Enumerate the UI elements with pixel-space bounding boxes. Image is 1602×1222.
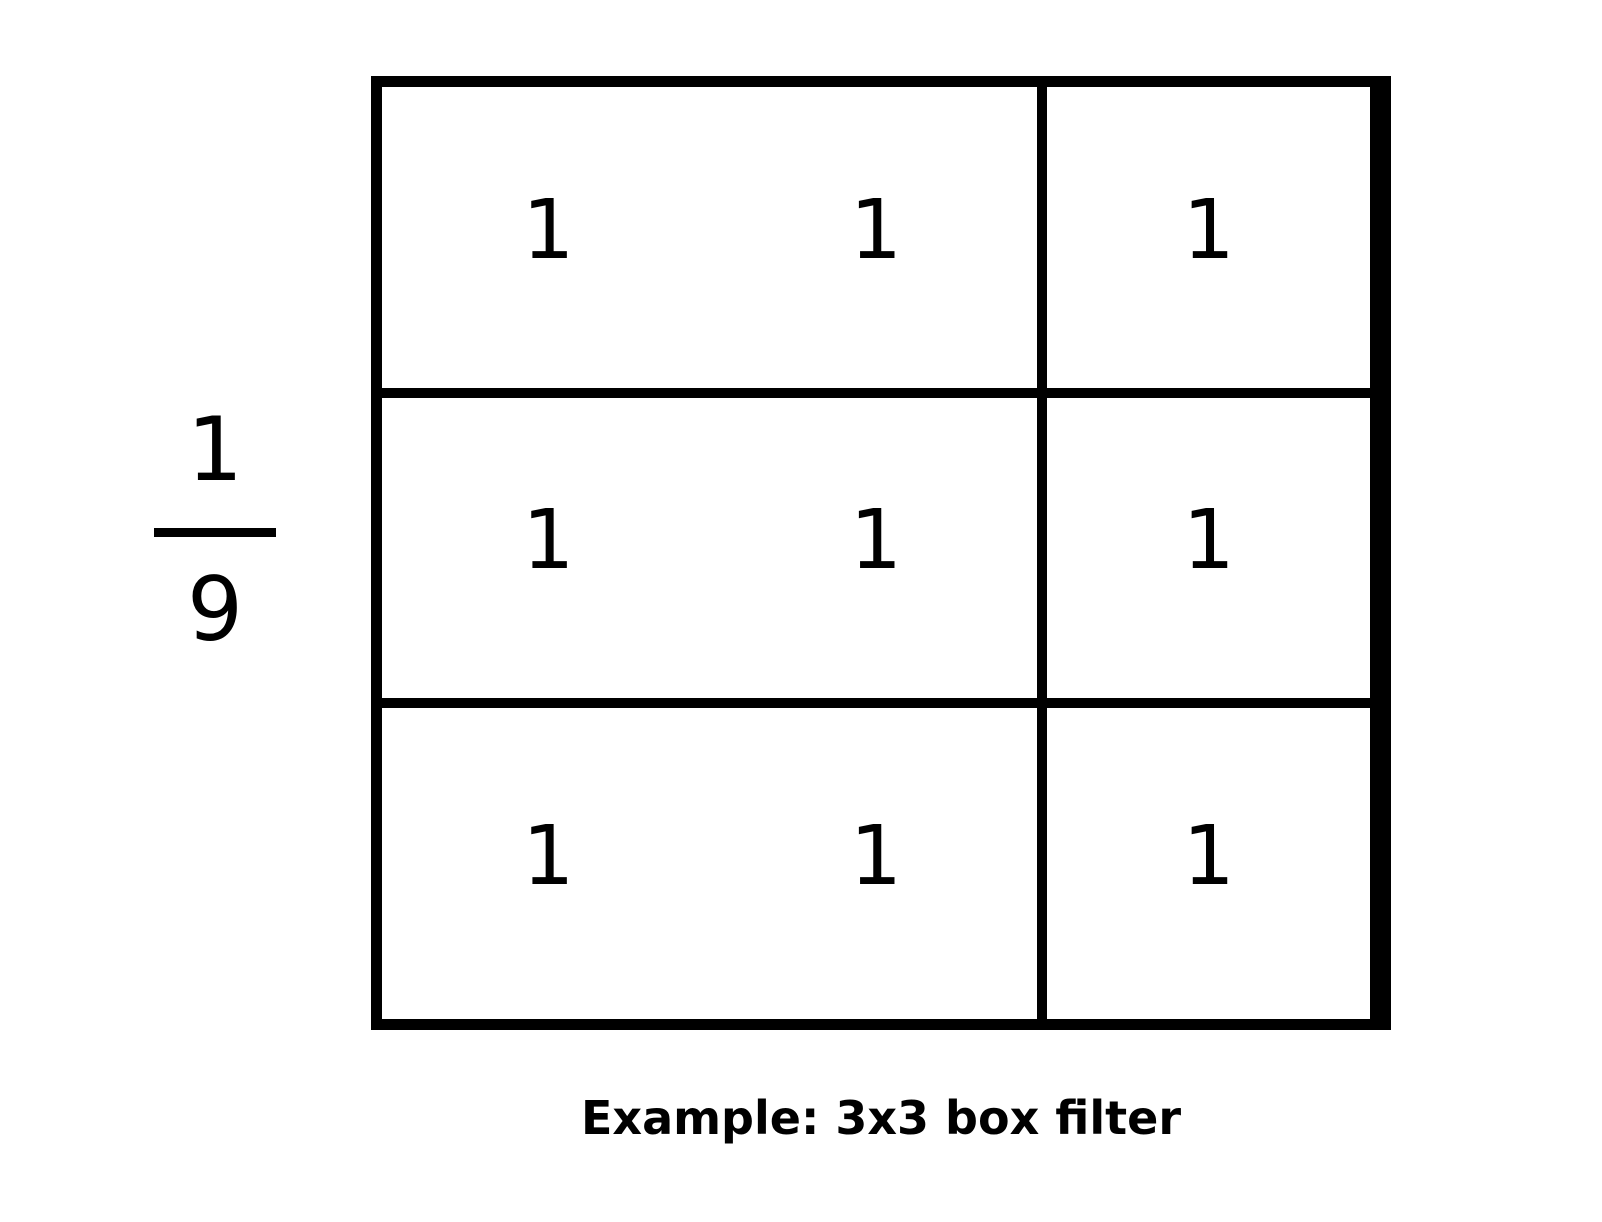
kernel-cell: 1 xyxy=(382,398,715,709)
fraction-bar xyxy=(154,528,276,537)
normalization-fraction: 1 9 xyxy=(150,400,280,660)
kernel-cell: 1 xyxy=(714,397,1048,709)
diagram-caption: Example: 3x3 box filter xyxy=(580,1091,1182,1145)
kernel-grid: 1 1 1 1 1 1 1 1 1 xyxy=(371,76,1391,1030)
fraction-denominator: 9 xyxy=(187,558,243,661)
kernel-cell: 1 xyxy=(1047,87,1380,398)
kernel-cell: 1 xyxy=(714,87,1048,398)
kernel-cell: 1 xyxy=(522,809,575,905)
fraction-numerator: 1 xyxy=(187,398,243,501)
kernel-cell: 1 xyxy=(715,708,1048,1019)
kernel-cell: 1 xyxy=(1047,708,1380,1019)
kernel-cell: 1 xyxy=(382,87,715,398)
kernel-cell: 1 xyxy=(1047,397,1380,709)
